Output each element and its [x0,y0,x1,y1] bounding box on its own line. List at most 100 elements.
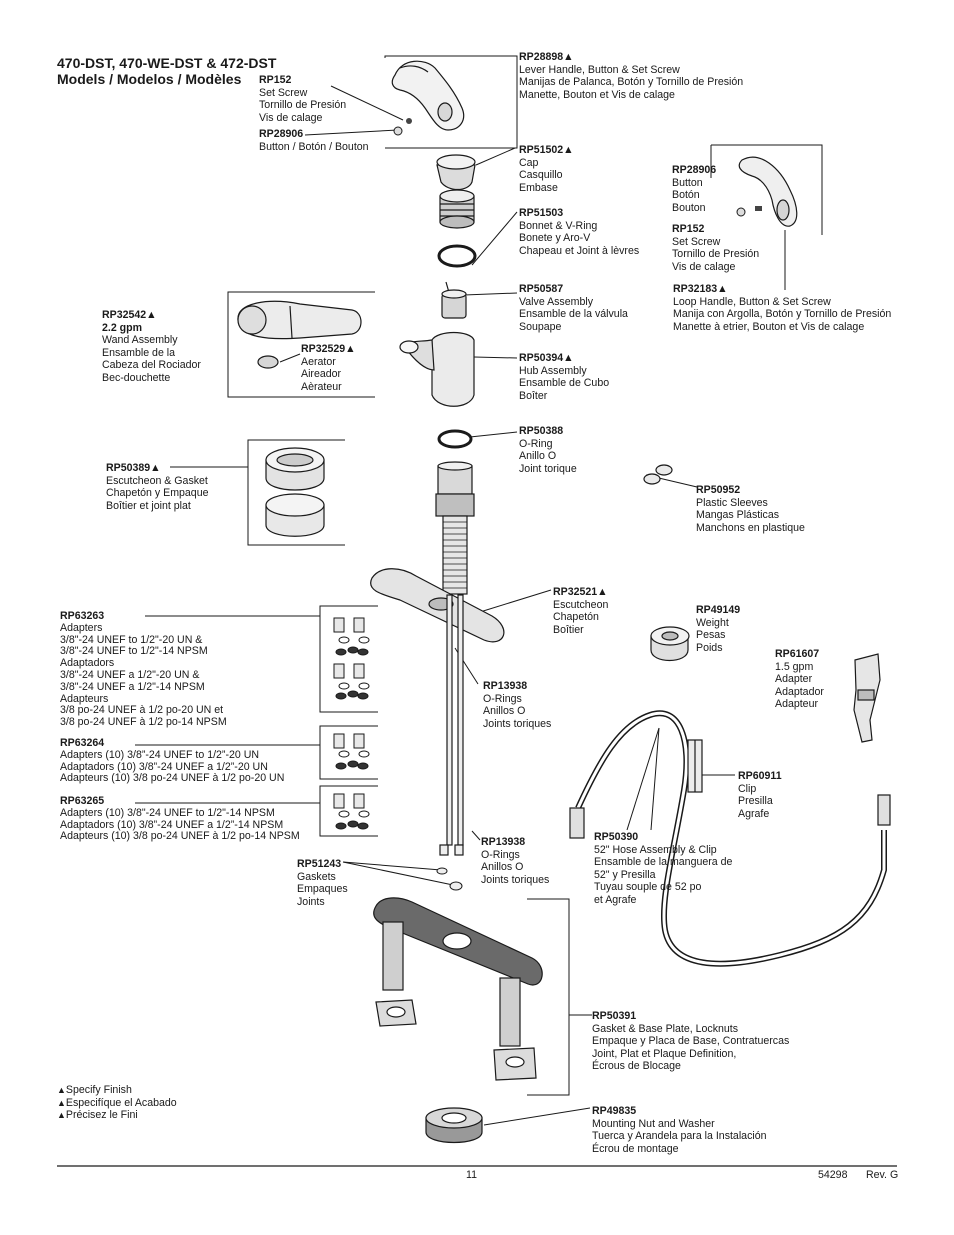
part-desc: Lever Handle, Button & Set Screw [519,63,680,76]
part-label-rp152-a: RP152 Set Screw Tornillo de Presión Vis … [259,74,346,124]
cap-icon [436,154,476,191]
part-label-rp63263: RP63263 Adapters 3/8"-24 UNEF to 1/2"-20… [60,610,227,729]
o-ring-icon [437,429,473,449]
part-desc: Vis de calage [259,111,323,124]
part-desc: Adaptadors (10) 3/8”-24 UNEF a 1/2”-20 U… [60,760,268,773]
legend-line-2: Especifíque el Acabado [57,1097,177,1110]
part-desc: Adapter [775,673,813,686]
legend-line-3: Précisez le Fini [57,1109,177,1122]
part-desc: Gasket & Base Plate, Locknuts [592,1022,739,1035]
part-desc: Set Screw [259,86,308,99]
part-number: RP13938 [481,836,526,848]
hose-clip-icon [687,739,703,793]
part-desc: Bonete y Aro-V [519,232,591,245]
part-desc: Joint torique [519,462,577,475]
part-desc: O-Ring [519,437,553,450]
plastic-sleeves-icon [643,464,673,485]
legend-text: Especifíque el Acabado [65,1096,177,1109]
part-desc: Set Screw [672,235,721,248]
gasket-icon [436,867,448,875]
aerator-icon [257,355,279,369]
base-plate-icon [373,897,543,1047]
part-desc: Aerator [301,355,336,368]
part-number: RP50390 [594,831,639,843]
part-number: RP63265 [60,795,105,807]
part-number: RP13938 [483,680,528,692]
part-desc: 3/8"-24 UNEF to 1/2"-14 NPSM [60,645,208,658]
part-desc: 3/8 po-24 UNEF à 1/2 po-20 UN et [60,704,224,717]
supply-tubes-icon [439,594,464,856]
part-number: RP51243 [297,858,342,870]
part-number: RP63264 [60,737,105,749]
loop-handle-icon [738,156,798,227]
lever-handle-icon [391,60,465,131]
legend-text: Specify Finish [65,1084,132,1096]
part-number: RP28898▲ [519,51,574,63]
valve-body-icon [435,461,475,595]
part-label-rp49835: RP49835 Mounting Nut and Washer Tuerca y… [592,1105,767,1155]
part-label-rp51502: RP51502▲ Cap Casquillo Embase [519,144,574,194]
page-title: 470-DST, 470-WE-DST & 472-DST Models / M… [57,55,276,87]
adapter-icon [853,653,881,743]
part-desc: Presilla [738,795,773,808]
doc-number: 54298 [818,1169,848,1181]
part-number: RP50388 [519,425,564,437]
part-desc: Tuyau souple de 52 po [594,881,702,894]
part-desc: Chapetón y Empaque [106,487,209,500]
part-label-rp28906-a: RP28906 Button / Botón / Bouton [259,128,369,153]
part-number: RP152 [672,223,705,235]
gasket-b-icon [449,881,463,891]
hose-assembly-icon [569,710,891,967]
part-desc: Écrou de montage [592,1142,679,1155]
escutcheon-gasket-icon [265,447,325,537]
part-number: RP51503 [519,207,564,219]
part-desc: 1.5 gpm [775,660,814,673]
part-desc: Boîtier et joint plat [106,499,191,512]
part-desc: Mangas Plásticas [696,509,780,522]
part-desc: 3/8 po-24 UNEF à 1/2 po-14 NPSM [60,716,227,729]
part-desc: Valve Assembly [519,295,593,308]
part-label-rp28898: RP28898▲ Lever Handle, Button & Set Scre… [519,51,743,101]
triangle-icon [57,1097,66,1109]
part-desc: Adaptador [775,685,824,698]
adapter-fittings-icon [333,617,370,830]
part-label-rp50952: RP50952 Plastic Sleeves Mangas Plásticas… [696,484,805,534]
part-desc: Mounting Nut and Washer [592,1117,715,1130]
part-desc: Tornillo de Presión [259,99,347,112]
part-label-rp63265: RP63265 Adapters (10) 3/8"-24 UNEF to 1/… [60,795,300,843]
part-number: RP32183▲ [673,283,728,295]
part-label-rp32529: RP32529▲ Aerator Aireador Aèrateur [301,343,356,393]
part-number: RP50587 [519,283,564,295]
triangle-icon [57,1084,66,1096]
part-desc: Gaskets [297,870,336,883]
part-desc: Adaptadors [60,657,115,670]
revision: Rev. G [866,1169,899,1181]
part-desc: Aireador [301,368,342,381]
part-number: RP51502▲ [519,144,574,156]
part-desc: Adaptadors (10) 3/8”-24 UNEF a 1/2”-14 N… [60,818,284,831]
part-desc: Loop Handle, Button & Set Screw [673,295,831,308]
part-desc: Anillos O [483,705,526,718]
finish-legend: Specify Finish Especifíque el Acabado Pr… [57,1084,177,1122]
part-desc: Ensamble de la manguera de [594,856,733,869]
page-title-line1: 470-DST, 470-WE-DST & 472-DST [57,55,277,71]
part-label-rp51503: RP51503 Bonnet & V-Ring Bonete y Aro-V C… [519,207,639,257]
part-desc: Manchons en plastique [696,521,805,534]
part-label-rp50391: RP50391 Gasket & Base Plate, Locknuts Em… [592,1010,789,1073]
part-number: RP50952 [696,484,741,496]
part-number: RP63263 [60,610,105,622]
part-number: RP28906 [672,164,717,176]
part-desc: Bec-douchette [102,371,171,384]
part-label-rp50394: RP50394▲ Hub Assembly Ensamble de Cubo B… [519,352,609,402]
valve-assembly-icon [441,281,467,319]
part-desc: Boîter [519,389,548,402]
part-desc: 2.2 gpm [102,321,143,334]
legend-text: Précisez le Fini [65,1109,138,1122]
part-desc: Button [672,176,703,189]
part-number: RP50391 [592,1010,637,1022]
part-label-rp152-b: RP152 Set Screw Tornillo de Presión Vis … [672,223,759,273]
part-label-rp13938-b: RP13938 O-Rings Anillos O Joints torique… [481,836,549,886]
triangle-icon [57,1109,66,1121]
part-label-rp32542: RP32542▲ 2.2 gpm Wand Assembly Ensamble … [102,309,201,385]
